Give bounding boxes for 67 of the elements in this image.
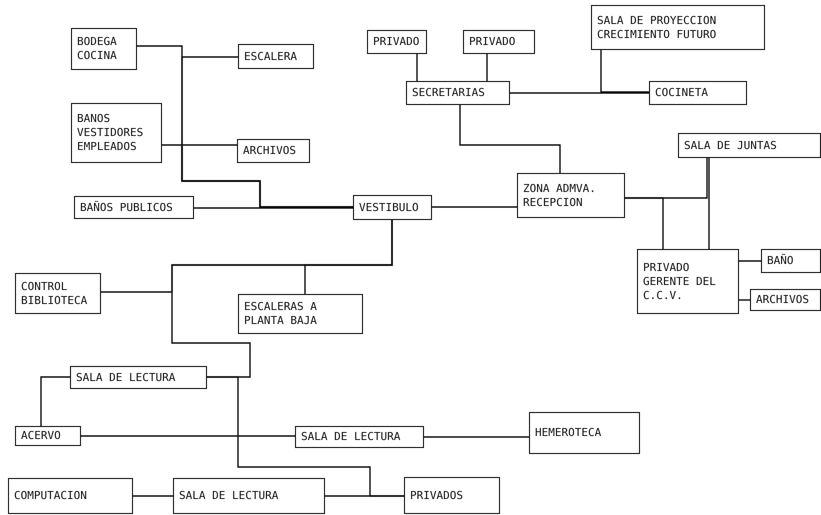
connector-line xyxy=(432,206,517,208)
room-box xyxy=(173,478,325,514)
room-box xyxy=(295,426,424,448)
room-label: ESCALERAS A PLANTA BAJA xyxy=(244,300,318,328)
connector-line xyxy=(325,495,404,497)
room-label: SALA DE LECTURA xyxy=(301,430,400,444)
room-label: ARCHIVOS xyxy=(243,144,296,158)
connector-line xyxy=(416,54,418,81)
connector-line xyxy=(81,435,295,437)
connector-line xyxy=(40,376,70,426)
room-box xyxy=(15,273,101,314)
room-box xyxy=(678,133,821,158)
room-label: ESCALERA xyxy=(244,50,297,64)
connector-line xyxy=(510,92,649,94)
connector-line xyxy=(600,50,649,93)
room-box xyxy=(74,196,194,219)
connector-line xyxy=(171,220,393,378)
room-box xyxy=(591,5,765,50)
room-box xyxy=(71,28,137,70)
connector-line xyxy=(625,197,664,249)
room-label: PRIVADOS xyxy=(410,488,463,502)
room-label: SALA DE JUNTAS xyxy=(684,138,777,152)
room-label: BANOS VESTIDORES EMPLEADOS xyxy=(77,112,144,154)
connector-line xyxy=(194,207,353,209)
connector-line xyxy=(424,436,529,438)
room-label: PRIVADO GERENTE DEL C.C.V. xyxy=(643,260,717,302)
room-box xyxy=(237,139,310,163)
room-box xyxy=(406,81,510,105)
room-label: PRIVADO xyxy=(469,35,516,49)
connector-line xyxy=(133,495,173,497)
connector-line xyxy=(739,260,761,262)
room-box xyxy=(71,103,162,163)
room-label: BAÑO xyxy=(767,254,794,268)
room-label: BODEGA COCINA xyxy=(77,35,118,63)
room-label: SALA DE LECTURA xyxy=(76,370,176,384)
connector-line xyxy=(486,54,488,81)
room-box xyxy=(649,81,747,105)
room-box xyxy=(637,249,739,314)
room-label: ARCHIVOS xyxy=(756,293,809,307)
room-box xyxy=(529,412,640,454)
room-box xyxy=(353,195,432,220)
room-box xyxy=(463,30,535,54)
room-label: CONTROL BIBLIOTECA xyxy=(21,280,88,308)
room-label: SALA DE PROYECCION CRECIMIENTO FUTURO xyxy=(597,14,718,42)
room-box xyxy=(15,426,81,446)
room-box xyxy=(70,366,207,389)
room-label: SALA DE LECTURA xyxy=(179,489,278,503)
room-box xyxy=(750,289,821,311)
room-box xyxy=(367,30,427,54)
room-box xyxy=(238,294,363,334)
room-label: PRIVADO xyxy=(373,35,420,49)
room-label: COCINETA xyxy=(655,86,708,100)
room-label: BAÑOS PUBLICOS xyxy=(80,200,173,214)
room-label: VESTIBULO xyxy=(359,200,419,214)
room-label: SECRETARIAS xyxy=(412,86,485,100)
connector-line xyxy=(708,158,710,249)
room-box xyxy=(404,477,500,514)
room-label: ACERVO xyxy=(21,429,61,443)
connector-line xyxy=(739,299,750,301)
room-box xyxy=(761,249,821,273)
room-label: COMPUTACION xyxy=(14,489,87,503)
room-box xyxy=(238,44,314,69)
room-box xyxy=(517,173,625,218)
room-box xyxy=(8,478,133,514)
connector-line xyxy=(459,105,561,173)
room-label: HEMEROTECA xyxy=(535,426,602,440)
room-label: ZONA ADMVA. RECEPCION xyxy=(523,182,597,210)
